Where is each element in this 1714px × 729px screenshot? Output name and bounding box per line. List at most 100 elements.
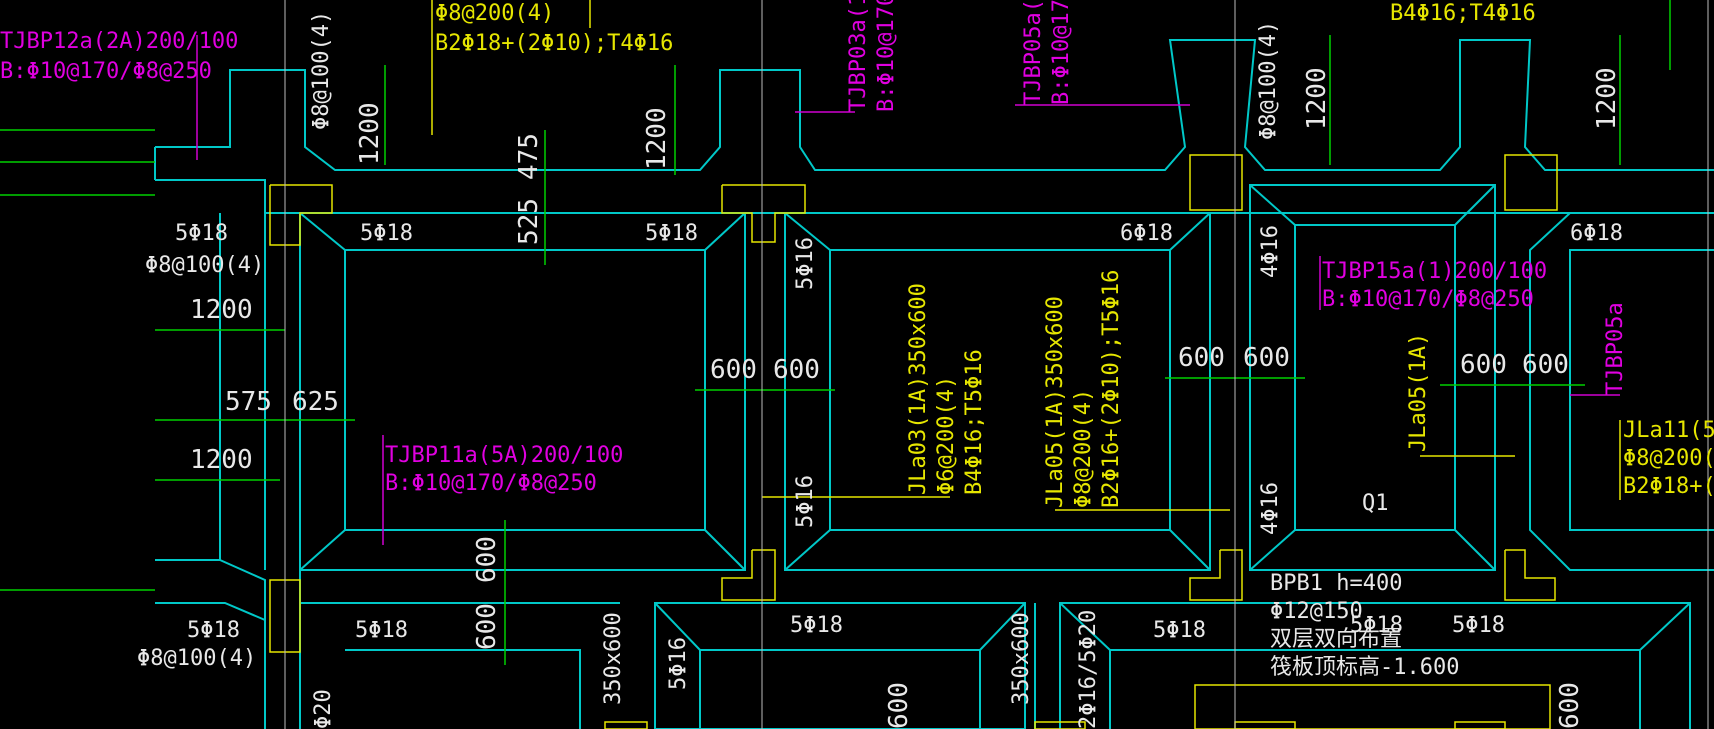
left-col-edge-a	[219, 213, 266, 729]
panel-3-diag-b	[1454, 184, 1496, 226]
bottom-beam-edge-b	[345, 649, 581, 729]
label-jla03-1: JLa03(1A)350x600	[906, 283, 931, 495]
label-jla05-3: B2Φ16+(2Φ10);T5Φ16	[1099, 270, 1124, 508]
label-jla03-3: B4Φ16;T5Φ16	[962, 349, 987, 495]
rebar-6phi18-a: 6Φ18	[1120, 221, 1173, 246]
label-bpb1-rebar: Φ12@150	[1270, 599, 1363, 624]
rebar-5phi18-h: 5Φ18	[1350, 613, 1403, 638]
leader-lines	[431, 0, 1621, 511]
column-l-far-right-bottom	[1504, 549, 1556, 601]
dim-600-j: 600	[1555, 682, 1585, 729]
label-tjbp15-b: B:Φ10@170/Φ8@250	[1322, 287, 1534, 312]
label-bpb1-note: 双层双向布置	[1270, 627, 1402, 652]
panel-2-outer	[784, 212, 1211, 571]
column-sq-right	[1189, 154, 1243, 211]
label-tjbp05-b: B:Φ10@170	[1049, 0, 1074, 105]
rebar-5phi18-d: 5Φ18	[187, 618, 240, 643]
bottom-panel-a-diag-l	[654, 602, 701, 651]
label-tjbp15: TJBP15a(1)200/100	[1322, 259, 1547, 284]
bottom-panel-a	[654, 602, 1026, 729]
panel-3-diag-a	[1249, 184, 1296, 226]
dim-1200-d: 1200	[642, 107, 672, 170]
column-bottom-c	[1234, 721, 1296, 729]
panel-4-outer	[1529, 212, 1714, 571]
dim-600-g: 600	[472, 536, 502, 583]
stirrup-c: Φ8@100(4)	[309, 11, 334, 130]
stirrup-a: Φ8@100(4)	[145, 253, 264, 278]
dim-1200-e: 1200	[1302, 67, 1332, 130]
left-col-edge-e	[155, 602, 266, 621]
dim-625: 625	[292, 387, 339, 417]
axis-lines	[284, 0, 1709, 729]
rebar-5phi18-f: 5Φ18	[790, 613, 843, 638]
columns	[269, 154, 1558, 729]
panel-2-diag-a	[784, 212, 831, 251]
label-jla05-1: JLa05(1A)350x600	[1043, 296, 1068, 508]
label-tjbp03-b: B:Φ10@170	[874, 0, 899, 112]
dim-1200-c: 1200	[355, 102, 385, 165]
column-bottom-a	[604, 721, 648, 729]
stirrup-d: Φ8@100(4)	[1256, 21, 1281, 140]
dim-600-i: 600	[884, 682, 914, 729]
label-jla05-2: Φ8@200(4)	[1071, 389, 1096, 508]
panel-1-diag-c	[299, 529, 346, 571]
panel-2-diag-b	[1169, 212, 1211, 251]
label-jla11-1: JLa11(5A)	[1623, 418, 1714, 443]
dim-600-c: 600	[1178, 343, 1225, 373]
label-tjbp12: TJBP12a(2A)200/100	[0, 29, 238, 54]
dimension-lines	[0, 0, 1671, 665]
bottom-panel-b-inner	[1109, 649, 1641, 729]
dim-525: 525	[514, 198, 544, 245]
dim-600-f: 600	[1522, 350, 1569, 380]
panel-3-diag-c	[1249, 529, 1296, 571]
dim-1200-a: 1200	[190, 295, 253, 325]
rebar-5phi16-c: 5Φ16	[666, 637, 691, 690]
dim-1200-f: 1200	[1592, 67, 1622, 130]
column-bottom-e	[1194, 684, 1551, 729]
panel-2-diag-c	[784, 529, 831, 571]
label-jla03-2: Φ6@200(4)	[934, 376, 959, 495]
column-t-mid	[721, 184, 806, 243]
rebar-5phi16-a: 5Φ16	[793, 237, 818, 290]
dim-475: 475	[514, 133, 544, 180]
panel-1-diag-b	[704, 212, 746, 251]
bottom-panel-b	[1059, 602, 1691, 729]
bottom-panel-b-diag-l	[1059, 602, 1111, 651]
bottom-panel-a-diag-r	[979, 602, 1026, 651]
label-tjbp11: TJBP11a(5A)200/100	[385, 443, 623, 468]
rebar-5phi18-i: 5Φ18	[1452, 613, 1505, 638]
label-tjbp11-b: B:Φ10@170/Φ8@250	[385, 471, 597, 496]
column-l-right-bottom	[1189, 549, 1243, 601]
panel-1-outer	[299, 212, 746, 571]
label-top-right: B4Φ16;T4Φ16	[1390, 1, 1536, 26]
label-tjbp05-right: TJBP05a	[1603, 302, 1628, 395]
dim-600-d: 600	[1243, 343, 1290, 373]
column-l-mid-bottom	[721, 549, 776, 601]
dim-600-e: 600	[1460, 350, 1507, 380]
dim-1200-b: 1200	[190, 445, 253, 475]
panel-2-diag-d	[1169, 529, 1211, 571]
bottom-panel-b-diag-r	[1639, 602, 1691, 651]
label-tjbp03: TJBP03a(1A	[846, 0, 871, 112]
rebar-4phi16-a: 4Φ16	[1258, 225, 1283, 278]
column-l-left	[269, 184, 333, 246]
panel-4-inner	[1569, 249, 1714, 531]
label-jla11-3: B2Φ18+(2	[1623, 474, 1714, 499]
dim-600-b: 600	[773, 355, 820, 385]
rebar-5phi18-b: 5Φ18	[360, 221, 413, 246]
rebar-5phi16-b: 5Φ16	[793, 475, 818, 528]
label-tjbp05: TJBP05a(1	[1021, 0, 1046, 105]
bottom-panel-a-inner	[699, 649, 981, 729]
column-bottom-d	[1454, 721, 1506, 729]
rebar-2phi16-5phi20: 2Φ16/5Φ20	[1076, 610, 1101, 729]
label-tjbp12-b: B:Φ10@170/Φ8@250	[0, 59, 212, 84]
rebar-5phi18-g: 5Φ18	[1153, 618, 1206, 643]
label-jla05-short: JLa05(1A)	[1406, 333, 1431, 452]
dim-600-a: 600	[710, 355, 757, 385]
magenta-leaders	[196, 35, 1620, 545]
section-350x600-b: 350x600	[1009, 612, 1034, 705]
dim-575: 575	[225, 387, 272, 417]
top-beam-upper-edge	[155, 39, 1714, 171]
label-top-rebar: B2Φ18+(2Φ10);T4Φ16	[435, 31, 673, 56]
